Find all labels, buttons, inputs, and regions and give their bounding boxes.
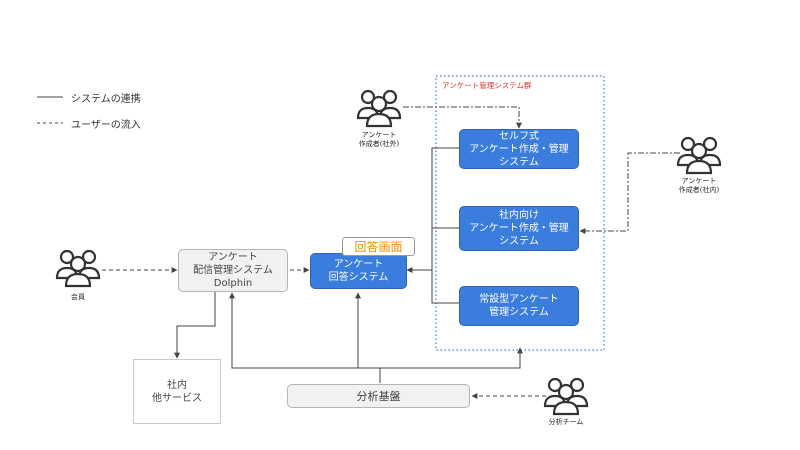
delivery-system-box: アンケート 配信管理システム Dolphin xyxy=(178,249,288,292)
member-label: 会員 xyxy=(71,293,85,301)
analytics-platform-box: 分析基盤 xyxy=(287,384,470,408)
creator-external-label: アンケート 作成者(社外) xyxy=(358,131,400,148)
legend-system-link-label: システムの連携 xyxy=(71,94,141,105)
link-analytics-main xyxy=(229,292,381,383)
link-delivery-other xyxy=(174,292,216,359)
link-analytics-managers xyxy=(380,347,523,369)
group-boundary xyxy=(435,75,605,351)
analytics-team-label: 分析チーム xyxy=(548,418,584,426)
creator-internal-people-icon xyxy=(676,136,722,175)
answer-system-box: アンケート 回答システム xyxy=(310,253,407,289)
analytics-team-people-icon xyxy=(543,377,589,416)
member-people-icon xyxy=(55,249,101,288)
flow-external-selfservice xyxy=(403,106,522,129)
flow-internal-creator xyxy=(579,152,680,234)
legend-user-flow-label: ユーザーの流入 xyxy=(71,120,141,131)
group-title: アンケート管理システム群 xyxy=(442,81,532,90)
selfservice-system-box: セルフ式 アンケート作成・管理 システム xyxy=(459,129,579,169)
internal-system-box: 社内向け アンケート作成・管理 システム xyxy=(459,206,579,251)
creator-external-people-icon xyxy=(356,89,402,128)
link-selfservice-bus xyxy=(431,147,459,304)
other-services-box: 社内 他サービス xyxy=(133,359,221,424)
answer-screen-tag: 回答画面 xyxy=(342,237,415,256)
permanent-system-box: 常設型アンケート 管理システム xyxy=(459,286,579,326)
creator-internal-label: アンケート 作成者(社内) xyxy=(678,177,720,194)
